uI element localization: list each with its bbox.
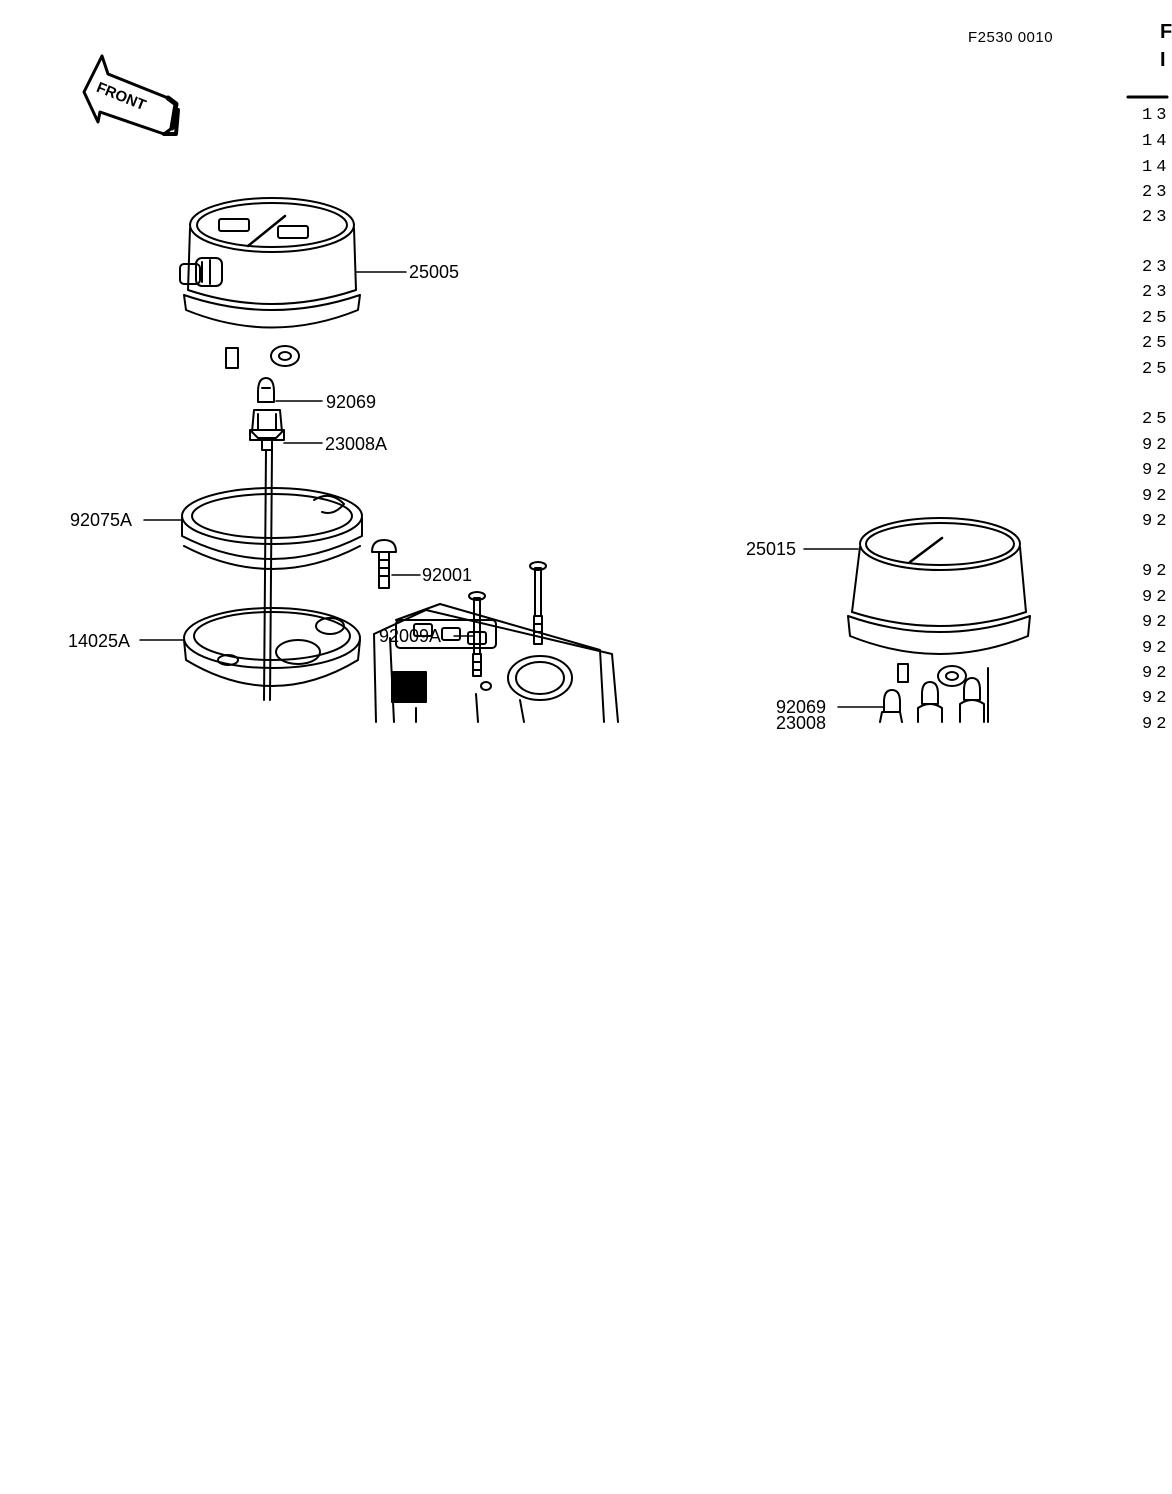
meter-bracket [373,603,619,723]
ref-row: 23 [1142,208,1171,227]
screw-92001 [371,539,397,589]
ref-row: 25 [1142,309,1171,328]
bulbs-92069-right [883,667,989,723]
wire-cable [263,449,273,701]
ref-row: 92 [1142,689,1171,708]
ref-row: 92 [1142,639,1171,658]
ref-row: 14 [1142,158,1171,177]
speedometer-25005 [179,197,361,369]
header-glyph-1: F [1160,21,1172,43]
callout-25005: 25005 [409,262,460,282]
tachometer-25015 [847,517,1031,687]
callout-23008: 23008 [776,713,827,733]
ref-row: 92 [1142,512,1171,531]
ref-row: 92 [1142,436,1171,455]
callout-92009a: 92009A [379,626,442,646]
callout-92069-right: 92069 [776,697,827,717]
callout-92001: 92001 [422,565,473,585]
gasket-ring-92075a [181,487,363,570]
figure-code: F2530 0010 [968,29,1054,46]
ref-row: 92 [1142,461,1171,480]
callout-92075a: 92075A [70,510,133,530]
meter-case-14025a [183,607,361,687]
ref-row: 23 [1142,283,1171,302]
sockets-23008-right [879,699,985,723]
front-arrow-icon [82,54,180,136]
ref-row: 23 [1142,183,1171,202]
ref-row: 25 [1142,410,1171,429]
ref-row: 92 [1142,664,1171,683]
bulb-92069 [257,377,275,403]
ref-row: 92 [1142,613,1171,632]
callout-14025a: 14025A [68,631,131,651]
ref-row: 25 [1142,334,1171,353]
callout-92069: 92069 [326,392,377,412]
screw-92009a [468,561,547,677]
ref-row: 14 [1142,132,1171,151]
ref-row: 13 [1142,106,1171,125]
ref-row: 23 [1142,258,1171,277]
header-glyph-2: I [1160,49,1166,71]
ref-row: 92 [1142,588,1171,607]
socket-23008a [249,409,285,451]
ref-row: 92 [1142,487,1171,506]
callout-23008a: 23008A [325,434,388,454]
ref-row: 92 [1142,562,1171,581]
callout-25015: 25015 [746,539,797,559]
ref-row: 25 [1142,360,1171,379]
ref-row: 92 [1142,715,1171,734]
